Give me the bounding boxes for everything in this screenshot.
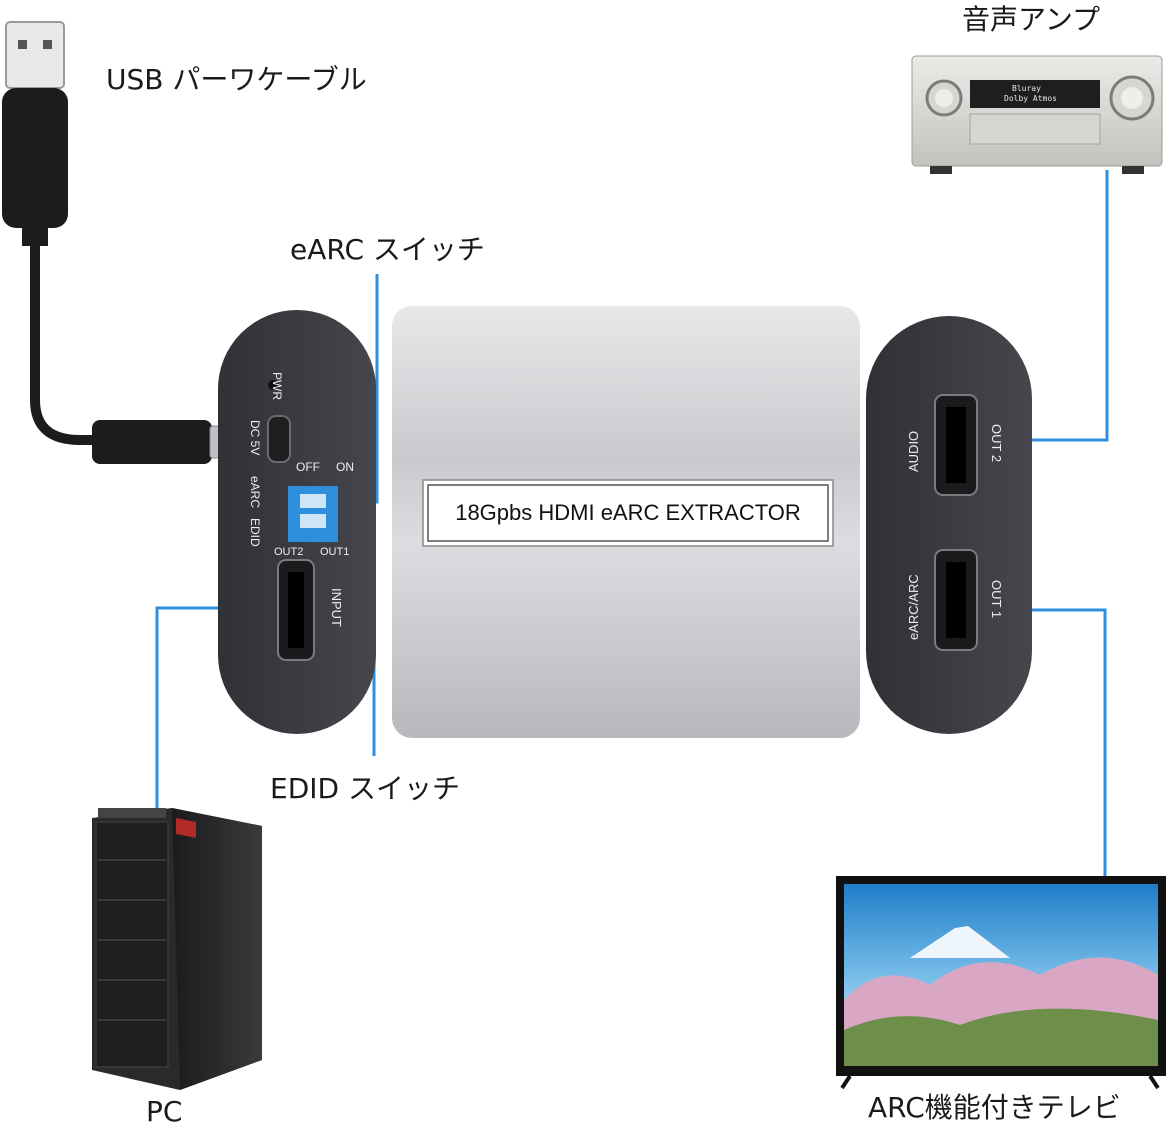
earc-arc-port-label: eARC/ARC (906, 574, 921, 640)
device-left-panel (218, 310, 376, 734)
out1-switch-label: OUT1 (320, 546, 350, 558)
out1-port-label: OUT 1 (989, 580, 1004, 619)
amp-display-line1: Bluray (1012, 84, 1041, 93)
audio-amp-icon (911, 55, 1163, 174)
usb-cable-label: USB パーワケーブル (106, 63, 367, 96)
pwr-label: PWR (270, 372, 284, 400)
amp-display-line2: Dolby Atmos (1004, 94, 1057, 103)
earc-switch-label: eARC スイッチ (290, 233, 485, 266)
pc-tower-icon (92, 808, 262, 1090)
tv-label: ARC機能付きテレビ (868, 1091, 1121, 1124)
off-label: OFF (296, 460, 320, 474)
edid-label: EDID (248, 518, 262, 547)
on-label: ON (336, 460, 354, 474)
device-body (392, 306, 860, 738)
edid-switch-label: EDID スイッチ (270, 772, 460, 805)
out2-port-label: OUT 2 (989, 424, 1004, 463)
device-right-panel (866, 316, 1032, 734)
pc-label: PC (146, 1095, 183, 1128)
tv-icon (836, 876, 1166, 1090)
earc-label: eARC (248, 476, 262, 509)
audio-amp-label: 音声アンプ (962, 3, 1101, 36)
device-title: 18Gpbs HDMI eARC EXTRACTOR (455, 500, 801, 525)
audio-port-label: AUDIO (906, 430, 921, 472)
out2-switch-label: OUT2 (274, 546, 304, 558)
input-label: INPUT (329, 588, 344, 627)
dc5v-label: DC 5V (248, 420, 262, 456)
